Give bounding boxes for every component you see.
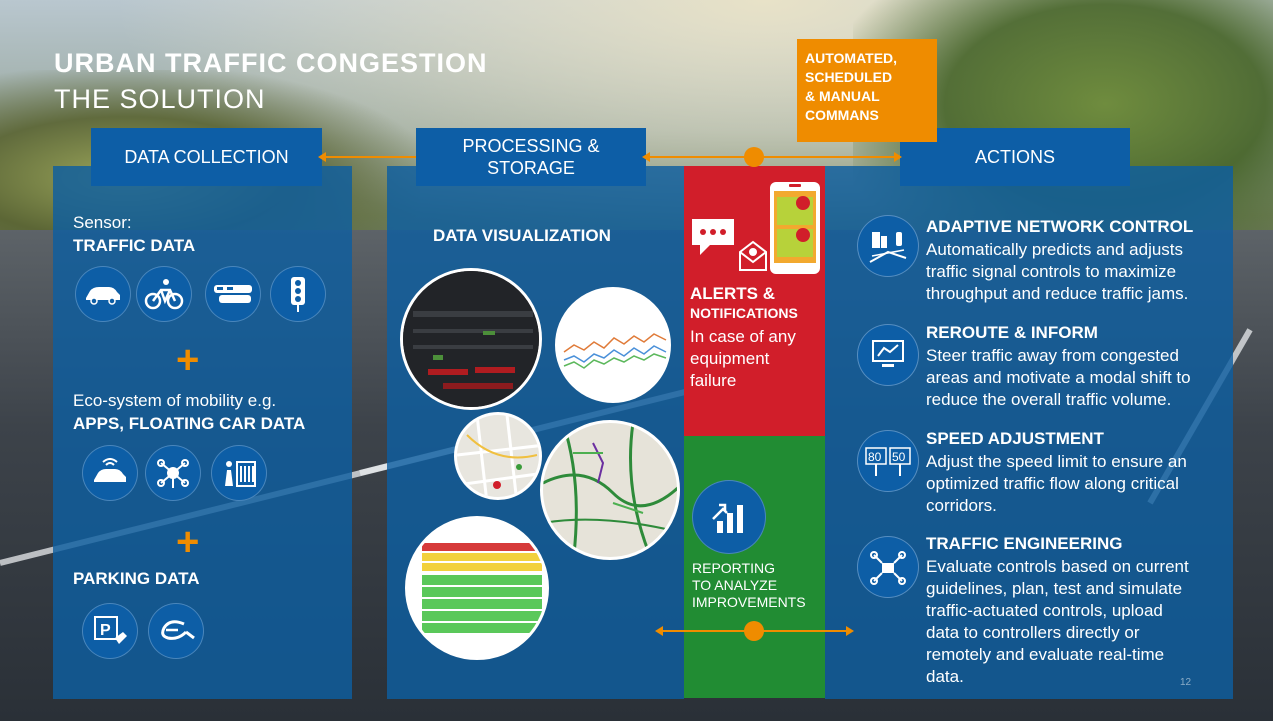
header-data-collection: DATA COLLECTION [91, 128, 322, 186]
connector-top-right [646, 156, 900, 158]
map-small-thumbnail [454, 412, 542, 500]
action-body-line: throughput and reduce traffic jams. [926, 284, 1189, 303]
parking-icon: P [82, 603, 138, 659]
automated-line: AUTOMATED, [805, 50, 898, 66]
parking-data-label: PARKING DATA [73, 569, 200, 588]
action-body-line: data. [926, 667, 964, 686]
action-title: TRAFFIC ENGINEERING [926, 534, 1123, 553]
arrow-left-icon [642, 152, 650, 162]
data-visualization-title: DATA VISUALIZATION [433, 226, 611, 245]
reporting-line: IMPROVEMENTS [692, 594, 806, 610]
email-alert-icon [738, 240, 768, 277]
alerts-body-line: equipment [690, 349, 770, 368]
action-body-line: optimized traffic flow along critical [926, 474, 1179, 493]
speed-value: 80 [868, 450, 882, 464]
action-body-line: Automatically predicts and adjusts [926, 240, 1184, 259]
action-body-line: traffic-actuated controls, upload [926, 601, 1163, 620]
sensor-label: Sensor: [73, 213, 132, 232]
action-body-line: Evaluate controls based on current [926, 557, 1189, 576]
monitor-route-icon [857, 324, 919, 386]
speed-value: 50 [892, 450, 906, 464]
traffic-map-thumbnail [540, 420, 680, 560]
connector-dot-top [744, 147, 764, 167]
smartphone-alert-icon [769, 181, 821, 280]
action-body: Adjust the speed limit to ensure an opti… [926, 451, 1226, 517]
dashboard-dark-thumbnail [400, 268, 542, 410]
header-data-collection-label: DATA COLLECTION [124, 147, 289, 167]
action-body-line: remotely and evaluate real-time [926, 645, 1165, 664]
reporting-chart-icon [692, 480, 766, 554]
car-icon [75, 266, 131, 322]
alerts-title-line2: NOTIFICATIONS [690, 305, 798, 321]
action-body-line: guidelines, plan, test and simulate [926, 579, 1183, 598]
chat-bubble-icon [690, 217, 736, 262]
alerts-body: In case of any equipment failure [690, 326, 796, 392]
arrow-right-icon [894, 152, 902, 162]
action-title: SPEED ADJUSTMENT [926, 429, 1104, 448]
traffic-data-label: TRAFFIC DATA [73, 236, 196, 255]
svg-text:P: P [100, 622, 111, 639]
action-body: Evaluate controls based on current guide… [926, 556, 1226, 688]
ecosystem-label: Eco-system of mobility e.g. [73, 391, 277, 410]
alerts-title-line1: ALERTS & [690, 284, 775, 303]
action-body: Automatically predicts and adjusts traff… [926, 239, 1226, 305]
tram-icon [205, 266, 261, 322]
slide-subtitle: THE SOLUTION [54, 84, 266, 114]
header-actions-label: ACTIONS [974, 147, 1055, 167]
slide-title: URBAN TRAFFIC CONGESTION [54, 48, 488, 78]
ev-charging-icon [148, 603, 204, 659]
reporting-line: REPORTING [692, 560, 775, 576]
header-processing-line2: STORAGE [487, 158, 575, 178]
automated-line: & MANUAL [805, 88, 880, 104]
action-title: ADAPTIVE NETWORK CONTROL [926, 217, 1194, 236]
action-title: REROUTE & INFORM [926, 323, 1098, 342]
page-number: 12 [1180, 677, 1192, 688]
network-hub-icon [145, 445, 201, 501]
reporting-line: TO ANALYZE [692, 577, 778, 593]
header-actions: ACTIONS [900, 128, 1130, 186]
city-traffic-light-icon [857, 215, 919, 277]
action-body-line: areas and motivate a modal shift to [926, 368, 1191, 387]
reporting-text: REPORTING TO ANALYZE IMPROVEMENTS [692, 560, 806, 611]
heatmap-table-thumbnail [405, 516, 549, 660]
plus-icon: + [176, 520, 200, 564]
action-body-line: corridors. [926, 496, 997, 515]
plus-icon: + [176, 338, 200, 382]
connector-top-left [322, 156, 416, 158]
action-body: Steer traffic away from congested areas … [926, 345, 1226, 411]
connected-car-icon [82, 445, 138, 501]
connector-dot-bottom [744, 621, 764, 641]
arrow-left-icon [655, 626, 663, 636]
speed-limit-icon: 80 50 [857, 430, 919, 492]
apps-floating-car-data-label: APPS, FLOATING CAR DATA [73, 414, 306, 433]
action-body-line: data to controllers directly or [926, 623, 1140, 642]
action-body-line: Steer traffic away from congested [926, 346, 1179, 365]
alerts-body-line: In case of any [690, 327, 796, 346]
network-engineering-icon [857, 536, 919, 598]
automated-commands-box: AUTOMATED, SCHEDULED & MANUAL COMMANS [797, 39, 937, 142]
automated-line: SCHEDULED [805, 69, 893, 85]
bicycle-icon [136, 266, 192, 322]
arrow-left-icon [318, 152, 326, 162]
action-body-line: Adjust the speed limit to ensure an [926, 452, 1187, 471]
header-processing-line1: PROCESSING & [462, 136, 600, 156]
header-processing: PROCESSING & STORAGE [416, 128, 646, 186]
line-chart-thumbnail [555, 287, 671, 403]
action-body-line: reduce the overall traffic volume. [926, 390, 1172, 409]
action-body-line: traffic signal controls to maximize [926, 262, 1177, 281]
transit-station-icon [211, 445, 267, 501]
traffic-light-icon [270, 266, 326, 322]
reporting-panel [684, 436, 825, 698]
alerts-body-line: failure [690, 371, 737, 390]
arrow-right-icon [846, 626, 854, 636]
automated-line: COMMANS [805, 107, 879, 123]
